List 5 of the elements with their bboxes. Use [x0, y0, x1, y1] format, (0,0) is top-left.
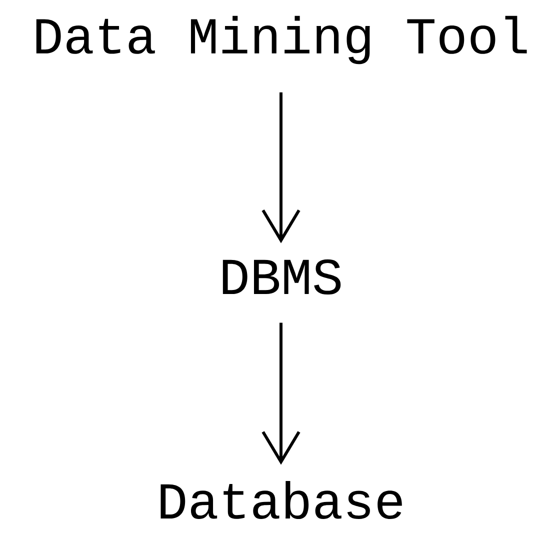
node-label: DBMS — [222, 259, 341, 295]
arrow — [262, 92, 300, 244]
arrow — [262, 322, 300, 465]
node-label: Data Mining Tool — [36, 16, 527, 64]
node-label: Database — [160, 480, 402, 519]
